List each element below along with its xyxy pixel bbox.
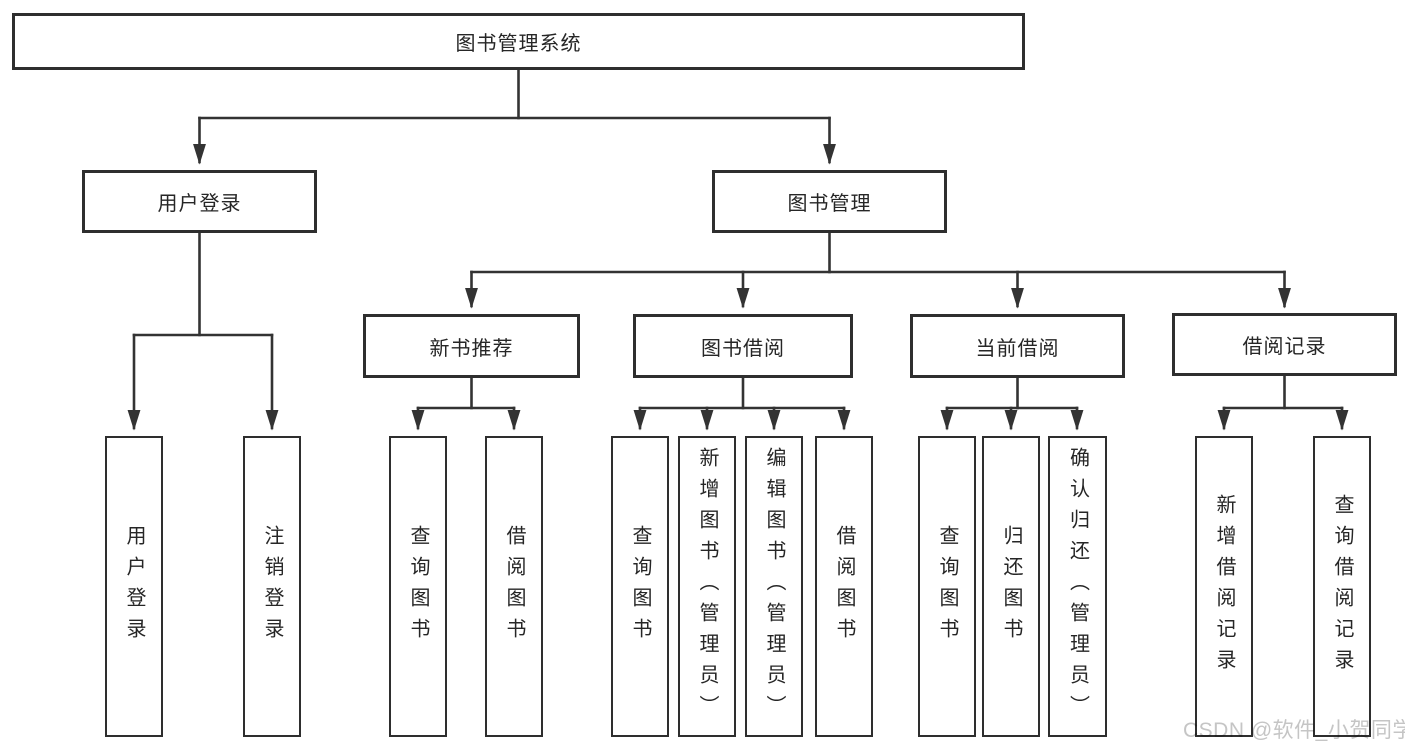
node-book-borrow-label: 图书借阅: [701, 337, 785, 360]
leaf-borrow-books-borrow: 借阅图书: [815, 436, 873, 737]
leaf-edit-book-admin: 编辑图书（管理员）: [745, 436, 803, 737]
connector-new-book-recommend: [411, 376, 521, 431]
node-borrow-records: 借阅记录: [1172, 313, 1397, 376]
leaf-logout: 注销登录: [243, 436, 301, 737]
node-root-label: 图书管理系统: [455, 33, 582, 55]
connector-root: [193, 68, 836, 165]
node-current-borrow: 当前借阅: [910, 314, 1125, 378]
node-new-book-recommend-label: 新书推荐: [429, 337, 514, 360]
leaf-return-book: 归还图书: [982, 436, 1040, 737]
leaf-borrow-books-recommend: 借阅图书: [485, 436, 543, 737]
connector-current-borrow: [940, 376, 1084, 431]
leaf-query-books-recommend-label: 查询图书: [407, 524, 429, 649]
connector-book-management: [465, 231, 1291, 309]
node-current-borrow-label: 当前借阅: [975, 337, 1060, 360]
node-user-login: 用户登录: [82, 170, 317, 233]
leaf-query-books-current-label: 查询图书: [936, 524, 958, 649]
leaf-add-borrow-record: 新增借阅记录: [1195, 436, 1253, 737]
leaf-borrow-books-borrow-label: 借阅图书: [833, 524, 855, 649]
leaf-borrow-books-recommend-label: 借阅图书: [503, 524, 525, 649]
leaf-confirm-return-admin: 确认归还（管理员）: [1048, 436, 1107, 737]
connector-user-login: [127, 231, 279, 431]
csdn-watermark: CSDN @软件_小贺同学: [1183, 719, 1405, 742]
leaf-logout-label: 注销登录: [261, 524, 283, 649]
leaf-query-books-recommend: 查询图书: [389, 436, 447, 737]
leaf-query-borrow-record-label: 查询借阅记录: [1331, 493, 1353, 680]
leaf-query-books-borrow: 查询图书: [611, 436, 669, 737]
node-borrow-records-label: 借阅记录: [1242, 336, 1327, 358]
leaf-query-books-borrow-label: 查询图书: [629, 524, 651, 649]
connector-borrow-records: [1217, 374, 1349, 431]
node-book-management-label: 图书管理: [787, 193, 872, 215]
leaf-query-borrow-record: 查询借阅记录: [1313, 436, 1371, 737]
leaf-add-book-admin-label: 新增图书（管理员）: [696, 447, 718, 726]
leaf-add-borrow-record-label: 新增借阅记录: [1213, 493, 1235, 680]
connector-book-borrow: [633, 376, 851, 431]
leaf-query-books-current: 查询图书: [918, 436, 976, 737]
node-user-login-label: 用户登录: [157, 193, 242, 215]
node-root: 图书管理系统: [12, 13, 1025, 70]
leaf-user-login-label: 用户登录: [123, 524, 145, 649]
leaf-user-login: 用户登录: [105, 436, 163, 737]
leaf-return-book-label: 归还图书: [1000, 524, 1022, 649]
node-new-book-recommend: 新书推荐: [363, 314, 580, 378]
leaf-add-book-admin: 新增图书（管理员）: [678, 436, 736, 737]
leaf-confirm-return-admin-label: 确认归还（管理员）: [1066, 447, 1089, 726]
node-book-borrow: 图书借阅: [633, 314, 853, 378]
leaf-edit-book-admin-label: 编辑图书（管理员）: [763, 447, 785, 726]
node-book-management: 图书管理: [712, 170, 947, 233]
